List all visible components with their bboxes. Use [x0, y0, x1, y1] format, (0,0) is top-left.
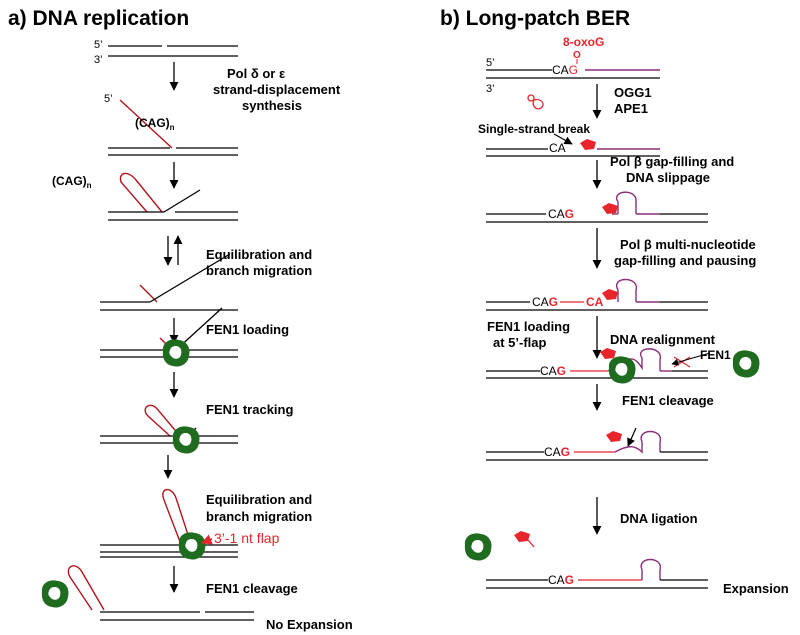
a-released-hairpin: [67, 565, 105, 611]
a-step-cleavage: FEN1 cleavage: [206, 581, 298, 596]
a-fen1-released: [41, 580, 69, 608]
a-step-fen1-tracking: FEN1 tracking: [206, 402, 293, 417]
a-duplex-5: [100, 307, 238, 367]
b-label-5prime: 5’: [486, 57, 495, 69]
b-lesion-label: 8-oxoG: [563, 35, 604, 49]
b-duplex-1: 5’ 3’ CAG O: [486, 50, 660, 95]
b-duplex-6: CAG: [486, 427, 708, 461]
b-seq-ca-red: CA: [586, 295, 604, 309]
b-lesion-5: [606, 431, 622, 442]
b-fen1-free: [732, 350, 760, 378]
a-result: No Expansion: [266, 617, 353, 632]
svg-text:Pol β gap-filling and: Pol β gap-filling and: [610, 154, 734, 169]
b-step-fen1-loading-label: FEN1 loading at 5’-flap: [487, 319, 570, 350]
svg-text:Equilibration and: Equilibration and: [206, 247, 312, 262]
a-duplex-1: 5’ 3’: [94, 39, 238, 66]
b-lesion-3: [602, 289, 618, 300]
svg-text:synthesis: synthesis: [242, 98, 302, 113]
b-ssb-label: Single-strand break: [478, 122, 590, 136]
b-duplex-3: CAG: [486, 191, 708, 223]
a-duplex-3: (CAG)n: [52, 172, 238, 221]
a-duplex-final: [100, 611, 254, 621]
b-fen1-protein-1: [608, 356, 636, 384]
a-label-3prime: 3’: [94, 54, 103, 66]
a-label-5prime-flap: 5’: [104, 93, 113, 105]
b-seq-cag-4: CAG: [532, 295, 558, 309]
a-label-5prime: 5’: [94, 39, 103, 51]
svg-text:at 5’-flap: at 5’-flap: [493, 335, 547, 350]
panel-a-title: a) DNA replication: [8, 7, 189, 30]
svg-text:DNA slippage: DNA slippage: [626, 170, 710, 185]
a-cag-repeat-2: (CAG)n: [52, 174, 92, 190]
b-enzymes-label: OGG1 APE1: [614, 85, 652, 116]
svg-text:Pol β multi-nucleotide: Pol β multi-nucleotide: [620, 237, 756, 252]
b-duplex-2: CA: [486, 139, 660, 157]
b-duplex-5: CAG: [486, 348, 711, 384]
b-seq-ca-ssb: CA: [549, 141, 566, 155]
b-step-polb-multi-label: Pol β multi-nucleotide gap-filling and p…: [614, 237, 756, 268]
a-flap-label: 3’-1 nt flap: [214, 530, 280, 546]
b-label-3prime: 3’: [486, 83, 495, 95]
svg-text:branch migration: branch migration: [206, 263, 312, 278]
svg-text:branch migration: branch migration: [206, 509, 312, 524]
a-fen1-protein-1: [162, 339, 190, 367]
svg-text:strand-displacement: strand-displacement: [213, 82, 341, 97]
panel-b-title: b) Long-patch BER: [440, 7, 630, 30]
svg-text:gap-filling and pausing: gap-filling and pausing: [614, 253, 756, 268]
a-fen1-protein-2: [172, 426, 200, 454]
b-lesion-2: [602, 203, 618, 214]
b-seq-cag-3: CAG: [548, 207, 574, 221]
a-duplex-6: [100, 404, 238, 454]
b-seq-cag-1: CAG: [552, 63, 578, 77]
svg-text:Pol δ or ε: Pol δ or ε: [227, 66, 285, 81]
b-oxo-o: O: [573, 50, 581, 61]
svg-text:FEN1 loading: FEN1 loading: [487, 319, 570, 334]
a-fen1-protein-3: [178, 532, 206, 560]
b-seq-cag-6: CAG: [544, 445, 570, 459]
b-step-polb-gap-label: Pol β gap-filling and DNA slippage: [610, 154, 734, 185]
b-seq-cag-5: CAG: [540, 364, 566, 378]
b-result: Expansion: [723, 581, 789, 596]
svg-text:OGG1: OGG1: [614, 85, 652, 100]
b-duplex-4: CAG CA: [486, 278, 708, 311]
b-free-8oxog: [527, 94, 544, 110]
a-cag-repeat-1: (CAG)n: [135, 116, 175, 132]
a-flap-arrow: [201, 534, 213, 545]
a-duplex-4: [100, 253, 238, 311]
b-lesion-4: [600, 348, 616, 359]
b-fen1-released: [464, 533, 492, 561]
b-lesion-1: [580, 139, 596, 150]
a-step-equil-label: Equilibration and branch migration: [206, 247, 312, 278]
b-ssb-arrow: [553, 133, 573, 145]
b-duplex-final: CAG: [486, 558, 708, 589]
a-step-equil-2-label: Equilibration and branch migration: [206, 492, 312, 524]
a-step-fen1-loading: FEN1 loading: [206, 322, 289, 337]
svg-text:Equilibration and: Equilibration and: [206, 492, 312, 507]
a-step-pol-label: Pol δ or ε strand-displacement synthesis: [213, 66, 341, 113]
b-seq-cag-7: CAG: [548, 573, 574, 587]
b-step-realign: DNA realignment: [610, 332, 716, 347]
b-step-fen1-cleavage: FEN1 cleavage: [622, 393, 714, 408]
a-duplex-7: 3’-1 nt flap: [100, 488, 280, 560]
svg-text:APE1: APE1: [614, 101, 648, 116]
b-step-ligation: DNA ligation: [620, 511, 698, 526]
b-fen1-label: FEN1: [700, 348, 731, 362]
a-duplex-2: 5’ (CAG)n: [104, 93, 238, 156]
